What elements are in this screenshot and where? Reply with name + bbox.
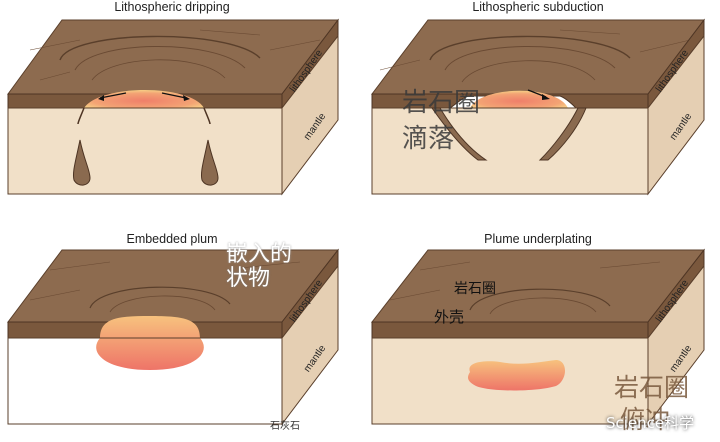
overlay-text-br1: 岩石圈 [454, 281, 496, 297]
overlay-text-tl1: 岩石圈 [402, 88, 481, 118]
litho-front [371, 93, 649, 109]
top-surface [370, 249, 706, 323]
panel-title-embedded: Embedded plum [126, 232, 218, 246]
mantle-front [371, 107, 649, 195]
embedded-plume [96, 316, 204, 370]
panel-title-subduction: Lithospheric subduction [472, 0, 604, 14]
overlay-text-big2: 俯冲 [620, 405, 671, 434]
overlay-text-bl1: 嵌入的 [226, 242, 293, 267]
overlay-text-big1: 岩石圈 [614, 373, 690, 402]
underplating-plume [468, 360, 565, 391]
overlay-text-br2: 外壳 [434, 308, 465, 326]
drip-left [73, 139, 91, 186]
slab-left [431, 107, 488, 161]
overlay-text-small: 石灰石 [270, 421, 300, 432]
panel-title-underplating: Plume underplating [484, 232, 592, 246]
hot-region [84, 90, 204, 108]
mantle-front [7, 107, 283, 195]
panel-subduction [370, 18, 706, 196]
mantle-side [281, 264, 339, 426]
mantle-side [281, 34, 339, 196]
watermark: Science科学 [606, 414, 695, 432]
panel-title-dripping: Lithospheric dripping [114, 0, 230, 14]
top-surface [7, 19, 340, 95]
panel-underplating [370, 248, 706, 426]
drip-right [201, 139, 219, 186]
overlay-text-tl2: 滴落 [402, 124, 455, 154]
mantle-side [647, 34, 705, 196]
slab-right [538, 107, 587, 161]
overlay-text-bl2: 状物 [226, 266, 271, 291]
mantle-side [647, 264, 705, 426]
panel-embedded [7, 248, 340, 426]
litho-front [371, 321, 649, 339]
panel-dripping [7, 18, 340, 196]
